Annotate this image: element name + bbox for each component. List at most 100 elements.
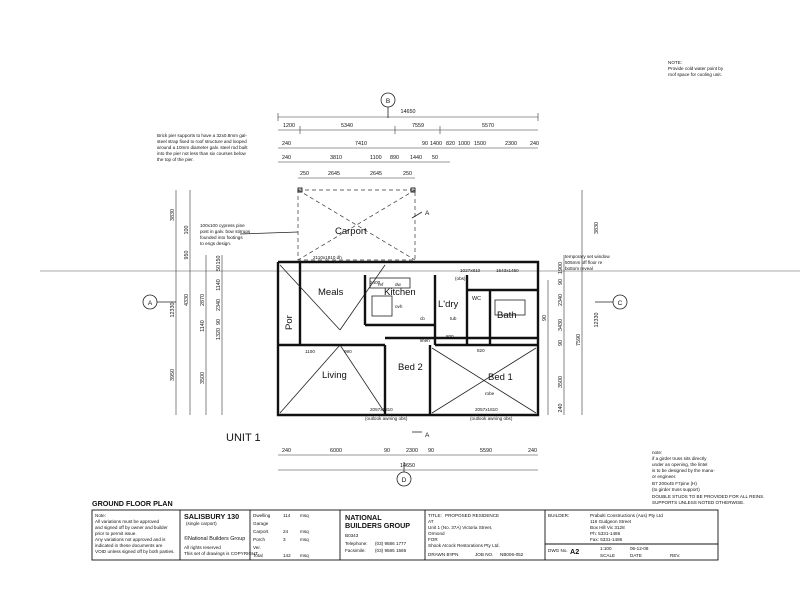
svg-text:(03) 9585 1566: (03) 9585 1566 bbox=[375, 548, 407, 553]
grid-bubble-top: B bbox=[380, 92, 396, 118]
fixture-label: linen bbox=[420, 338, 430, 343]
svg-text:Fax: 5331-1486: Fax: 5331-1486 bbox=[590, 537, 623, 542]
room-label-bed2: Bed 2 bbox=[398, 362, 423, 373]
svg-text:DWG No.: DWG No. bbox=[548, 548, 568, 553]
svg-text:1027x810: 1027x810 bbox=[460, 268, 481, 273]
svg-text:indicated in these documents a: indicated in these documents are bbox=[95, 543, 163, 548]
svg-text:Total: Total bbox=[253, 553, 263, 558]
note-temp-window: temporary set window 505mm off floor re … bbox=[565, 254, 610, 271]
svg-text:note:: note: bbox=[652, 450, 662, 455]
svg-text:NB006-052: NB006-052 bbox=[500, 552, 524, 557]
section-marker-top: A bbox=[411, 210, 430, 219]
svg-text:1200: 1200 bbox=[283, 123, 295, 129]
svg-text:240: 240 bbox=[558, 404, 564, 413]
svg-text:1:100: 1:100 bbox=[600, 546, 612, 551]
svg-text:Prabulti Constructions (Aus) P: Prabulti Constructions (Aus) Pty Ltd bbox=[590, 513, 663, 518]
svg-text:D: D bbox=[402, 477, 407, 484]
svg-text:under an opening, the lintel: under an opening, the lintel bbox=[652, 462, 707, 467]
room-label-kitchen: Kitchen bbox=[384, 287, 416, 298]
svg-text:06-12-08: 06-12-08 bbox=[630, 546, 649, 551]
svg-text:if a girder truss sits directl: if a girder truss sits directly bbox=[652, 456, 707, 461]
svg-text:7590: 7590 bbox=[576, 334, 582, 346]
svg-text:(obs): (obs) bbox=[455, 276, 466, 281]
svg-text:(03) 9586 1777: (03) 9586 1777 bbox=[375, 541, 407, 546]
svg-text:5590: 5590 bbox=[480, 448, 492, 454]
svg-text:is to be designed by the manu-: is to be designed by the manu- bbox=[652, 468, 715, 473]
svg-text:msq: msq bbox=[300, 513, 309, 518]
svg-text:7559: 7559 bbox=[412, 123, 424, 129]
svg-text:msq: msq bbox=[300, 529, 309, 534]
svg-text:(outlook awning obs): (outlook awning obs) bbox=[365, 416, 408, 421]
svg-text:Porch: Porch bbox=[253, 537, 265, 542]
svg-text:90: 90 bbox=[558, 340, 564, 346]
svg-text:2057x1810: 2057x1810 bbox=[475, 407, 498, 412]
title-block: GROUND FLOOR PLAN Note: All variations m… bbox=[91, 499, 719, 561]
svg-text:(outlook awning obs): (outlook awning obs) bbox=[470, 416, 513, 421]
svg-text:Note:: Note: bbox=[95, 513, 106, 518]
fixture-label: robe bbox=[485, 391, 495, 396]
svg-text:14650: 14650 bbox=[400, 463, 415, 469]
svg-text:or engineer.: or engineer. bbox=[652, 474, 676, 479]
dims-top: 14650 1200 5340 7559 5570 240 7410 90 14… bbox=[277, 109, 539, 179]
svg-text:Ph: 5331-1486: Ph: 5331-1486 bbox=[590, 531, 621, 536]
svg-text:1500: 1500 bbox=[474, 141, 486, 147]
svg-text:14650: 14650 bbox=[401, 109, 416, 115]
svg-text:C: C bbox=[618, 300, 623, 307]
svg-text:VOID unless signed off by both: VOID unless signed off by both parties. bbox=[95, 549, 175, 554]
svg-text:B: B bbox=[386, 98, 390, 105]
room-label-porch: Por bbox=[284, 315, 295, 330]
svg-text:Box Hill Vic 3128: Box Hill Vic 3128 bbox=[590, 525, 625, 530]
unit-label: UNIT 1 bbox=[226, 432, 261, 444]
svg-text:3810: 3810 bbox=[330, 155, 342, 161]
svg-text:1140: 1140 bbox=[216, 279, 222, 291]
svg-text:90: 90 bbox=[422, 141, 428, 147]
section-marker-bottom: A bbox=[412, 431, 430, 439]
svg-text:Unit 1 (No. 37A) Victoria Stre: Unit 1 (No. 37A) Victoria Street, bbox=[428, 525, 492, 530]
svg-text:BUILDERS GROUP: BUILDERS GROUP bbox=[345, 521, 410, 530]
svg-text:2300: 2300 bbox=[505, 141, 517, 147]
svg-text:114: 114 bbox=[283, 513, 291, 518]
svg-text:50: 50 bbox=[432, 155, 438, 161]
svg-text:JOB NO.: JOB NO. bbox=[475, 552, 493, 557]
svg-text:2057x1810: 2057x1810 bbox=[370, 407, 393, 412]
svg-text:90: 90 bbox=[428, 448, 434, 454]
svg-text:©National Builders Group: ©National Builders Group bbox=[184, 535, 245, 542]
fixture-label: ref bbox=[378, 282, 384, 287]
svg-text:5340: 5340 bbox=[341, 123, 353, 129]
note-line: roof space for cooling unit. bbox=[668, 72, 722, 77]
svg-text:msq: msq bbox=[300, 537, 309, 542]
svg-text:90: 90 bbox=[558, 279, 564, 285]
svg-text:2300: 2300 bbox=[406, 448, 418, 454]
svg-text:150: 150 bbox=[216, 256, 222, 265]
svg-text:1400: 1400 bbox=[430, 141, 442, 147]
svg-text:2340: 2340 bbox=[216, 299, 222, 311]
room-label-living: Living bbox=[322, 370, 347, 381]
svg-text:820: 820 bbox=[477, 348, 485, 353]
svg-text:890: 890 bbox=[390, 155, 399, 161]
drawing-number: A2 bbox=[570, 547, 579, 556]
svg-text:This set of drawings is COPYRI: This set of drawings is COPYRIGHT bbox=[184, 551, 258, 556]
svg-text:TITLE:: TITLE: bbox=[428, 513, 442, 518]
svg-text:250: 250 bbox=[300, 171, 309, 177]
svg-text:800: 800 bbox=[446, 334, 454, 339]
svg-text:into the pier not less than si: into the pier not less than six courses … bbox=[157, 151, 247, 156]
note-brick-pier: Brick pier supports to have a 32x0.8mm g… bbox=[157, 133, 248, 162]
svg-text:bottom reveal: bottom reveal bbox=[565, 266, 593, 271]
room-label-wc: WC bbox=[472, 296, 481, 302]
svg-text:FOR: FOR bbox=[428, 537, 438, 542]
svg-text:240: 240 bbox=[528, 448, 537, 454]
svg-text:(to girder truss support): (to girder truss support) bbox=[652, 487, 700, 492]
svg-text:All variations must be approve: All variations must be approved bbox=[95, 519, 160, 524]
svg-text:1900: 1900 bbox=[558, 262, 564, 274]
svg-text:PROPOSED RESIDENCE: PROPOSED RESIDENCE bbox=[445, 513, 499, 518]
svg-text:1100: 1100 bbox=[305, 349, 315, 354]
svg-text:Garage: Garage bbox=[253, 521, 269, 526]
svg-text:3830: 3830 bbox=[170, 209, 176, 221]
svg-text:100x100 cypress pine: 100x100 cypress pine bbox=[200, 223, 245, 228]
svg-text:(single carport): (single carport) bbox=[186, 521, 217, 526]
grid-bubble-left: A bbox=[142, 294, 176, 310]
svg-text:3430: 3430 bbox=[558, 319, 564, 331]
svg-text:2645: 2645 bbox=[328, 171, 340, 177]
svg-text:steel strap fixed to roof stru: steel strap fixed to roof structure and … bbox=[157, 139, 247, 144]
